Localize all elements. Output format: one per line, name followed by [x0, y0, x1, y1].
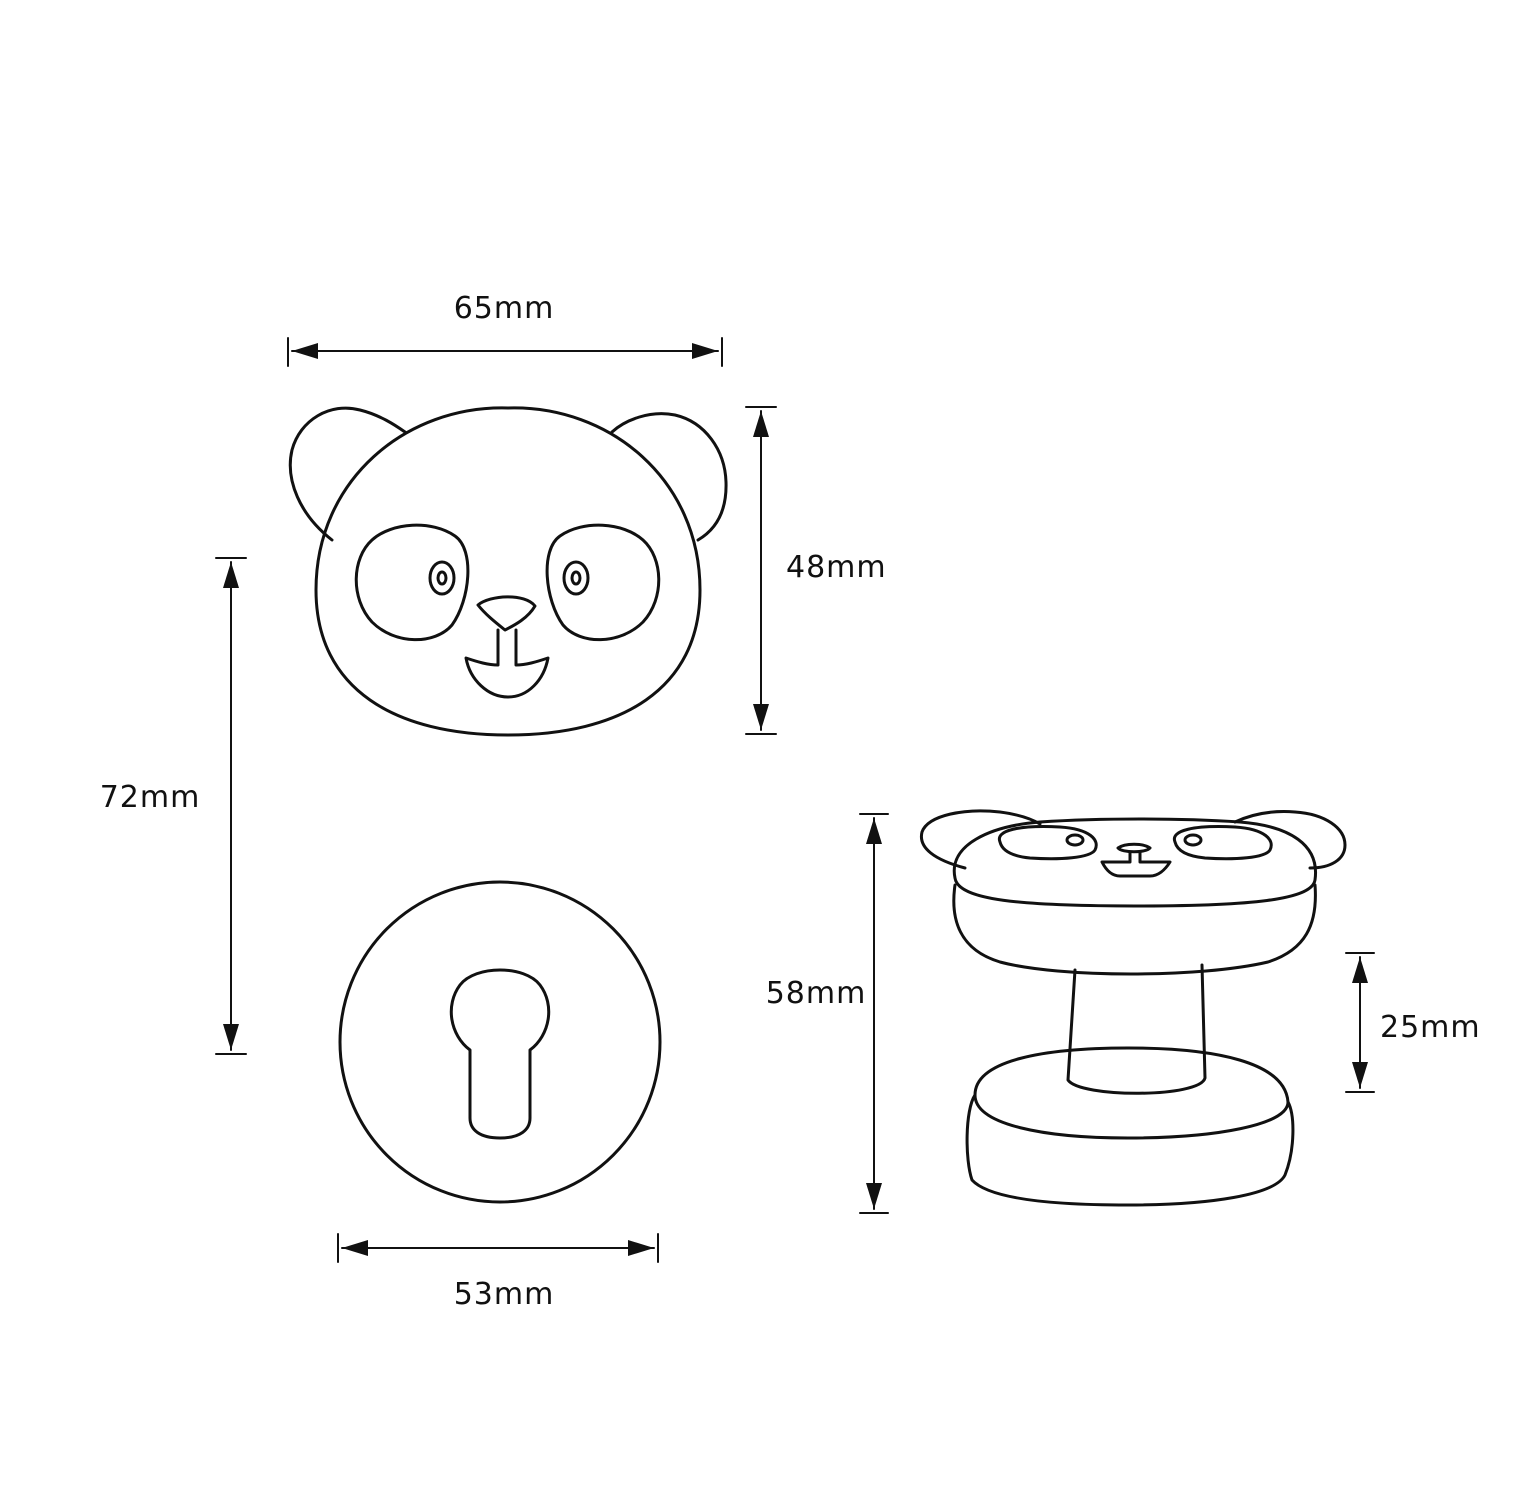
- dim-label-rose-diameter: 53mm: [454, 1277, 555, 1312]
- knob-nose: [1116, 842, 1152, 854]
- panda-head-outline: [314, 406, 702, 737]
- dim-stem-length: [1345, 952, 1375, 1093]
- knob-stem: [1066, 963, 1207, 1095]
- panda-right-eye: [562, 560, 590, 596]
- keyhole: [449, 968, 551, 1140]
- dim-rose-diameter: [337, 1233, 659, 1263]
- knob-left-eye: [1065, 833, 1085, 847]
- panda-left-eye: [428, 560, 456, 596]
- panda-right-ear: [610, 412, 728, 542]
- panda-right-eye-patch: [545, 523, 661, 642]
- knob-head-top: [952, 817, 1318, 908]
- panda-head-front-view: [288, 406, 728, 737]
- dim-head-height: [745, 406, 777, 735]
- dim-label-center-distance: 72mm: [100, 780, 201, 815]
- knob-right-eye-patch: [1172, 825, 1273, 861]
- knob-left-eye-patch: [997, 825, 1098, 861]
- panda-nose: [476, 595, 537, 632]
- knob-base-side: [965, 1093, 1295, 1207]
- knob-left-ear: [919, 809, 1042, 870]
- knob-head-underside: [952, 883, 1317, 976]
- panda-mouth: [464, 628, 550, 699]
- rose-outline: [338, 880, 662, 1204]
- panda-right-pupil: [570, 570, 582, 586]
- knob-right-eye: [1183, 833, 1203, 847]
- dim-head-width: [287, 337, 723, 367]
- knob-mouth: [1100, 850, 1172, 878]
- panda-left-ear: [288, 406, 407, 542]
- dim-center-distance: [215, 557, 247, 1055]
- rose-front-view: [338, 880, 662, 1204]
- dim-label-knob-depth: 58mm: [766, 976, 867, 1011]
- dim-label-head-height: 48mm: [786, 550, 887, 585]
- panda-left-eye-patch: [354, 523, 470, 642]
- panda-left-pupil: [436, 570, 448, 586]
- knob-side-view: [919, 809, 1347, 1207]
- dim-label-stem-length: 25mm: [1380, 1010, 1481, 1045]
- knob-right-ear: [1233, 810, 1347, 870]
- dim-knob-depth: [859, 813, 889, 1214]
- dim-label-head-width: 65mm: [454, 291, 555, 326]
